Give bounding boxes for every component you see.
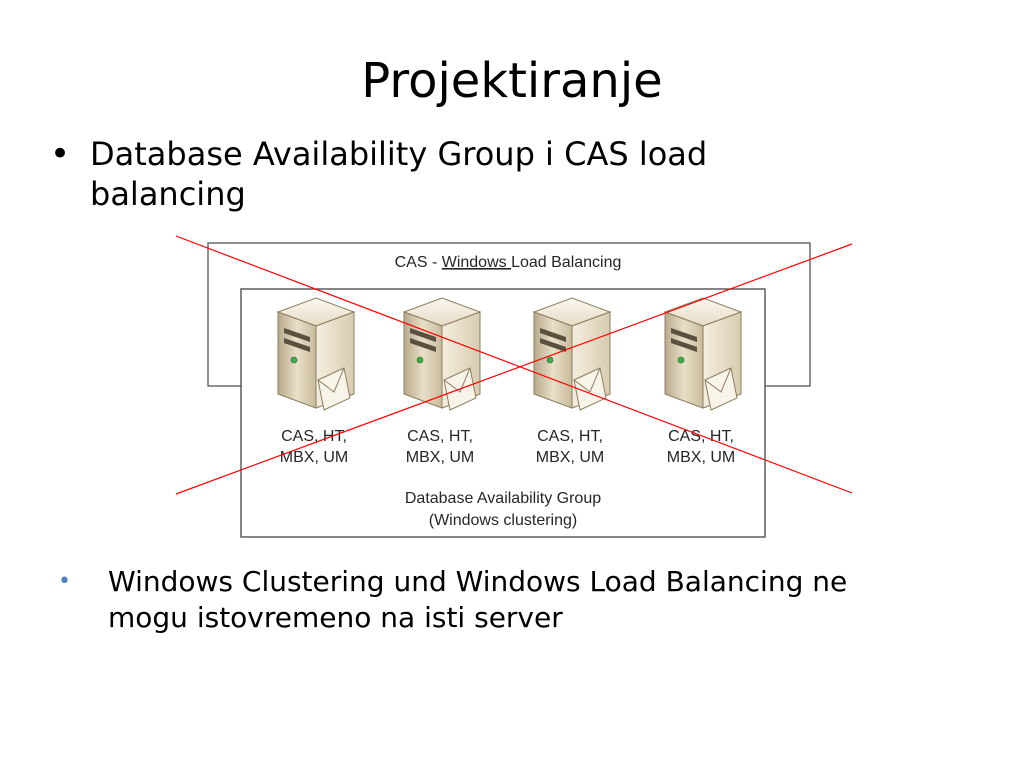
server-label-2: MBX, UM	[536, 449, 604, 466]
server-label-2: MBX, UM	[406, 449, 474, 466]
server-label-1: CAS, HT,	[668, 428, 734, 445]
bullet-line-2: mogu istovremeno na isti server	[108, 601, 563, 634]
server-label-1: CAS, HT,	[281, 428, 347, 445]
cross-line-1	[175, 235, 853, 494]
bullet-line-2: balancing	[90, 175, 246, 213]
server-3: CAS, HT, MBX, UM	[533, 297, 611, 466]
bullet-symbol: •	[58, 569, 71, 594]
nlb-label: CAS - Windows Load Balancing	[395, 254, 622, 271]
server-4: CAS, HT, MBX, UM	[664, 297, 742, 466]
server-2: CAS, HT, MBX, UM	[403, 297, 481, 466]
bullet-text: Windows Clustering und Windows Load Bala…	[108, 564, 988, 636]
server-1: CAS, HT, MBX, UM	[277, 297, 355, 466]
dag-label-line-1: Database Availability Group	[405, 490, 601, 507]
server-label-1: CAS, HT,	[537, 428, 603, 445]
server-tower-icon	[533, 297, 611, 411]
server-tower-icon	[277, 297, 355, 411]
server-tower-icon	[664, 297, 742, 411]
bullet-symbol: •	[50, 134, 71, 174]
bullet-text: Database Availability Group i CAS load b…	[90, 134, 850, 214]
server-label-2: MBX, UM	[280, 449, 348, 466]
dag-label-line-2: (Windows clustering)	[429, 512, 577, 529]
bullet-line-1: Windows Clustering und Windows Load Bala…	[108, 565, 848, 598]
server-tower-icon	[403, 297, 481, 411]
bullet-line-1: Database Availability Group i CAS load	[90, 135, 708, 173]
slide-title: Projektiranje	[361, 53, 663, 109]
cross-line-2	[175, 243, 853, 495]
server-label-2: MBX, UM	[667, 449, 735, 466]
server-label-1: CAS, HT,	[407, 428, 473, 445]
